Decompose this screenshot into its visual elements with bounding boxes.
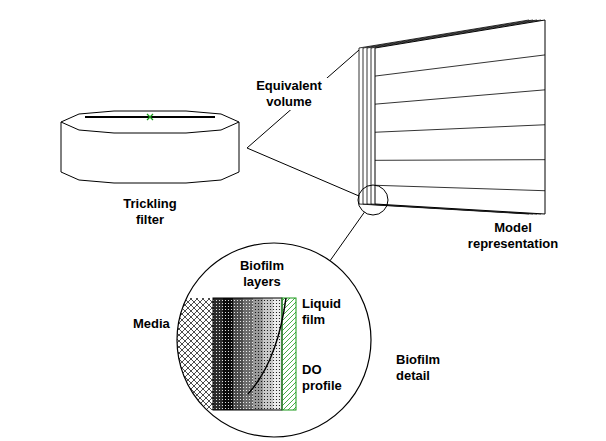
model-panel-shape bbox=[355, 16, 547, 216]
trickling-filter: Trickling filter bbox=[59, 108, 241, 188]
liquid-film-label: Liquid film bbox=[302, 296, 350, 328]
media-label: Media bbox=[133, 316, 177, 332]
model-representation: Model representation bbox=[355, 16, 547, 216]
node-label: Biofilm detail bbox=[396, 352, 456, 384]
connector-line bbox=[330, 212, 364, 261]
biofilm-layers-label: Biofilm layers bbox=[234, 258, 290, 290]
node-label: Trickling filter bbox=[115, 196, 185, 228]
trickling-filter-shape bbox=[59, 108, 241, 188]
node-label: Model representation bbox=[463, 220, 563, 252]
edge-label: Equivalent volume bbox=[249, 78, 329, 110]
do-profile-label: DO profile bbox=[302, 362, 352, 394]
connector-line bbox=[247, 50, 359, 196]
